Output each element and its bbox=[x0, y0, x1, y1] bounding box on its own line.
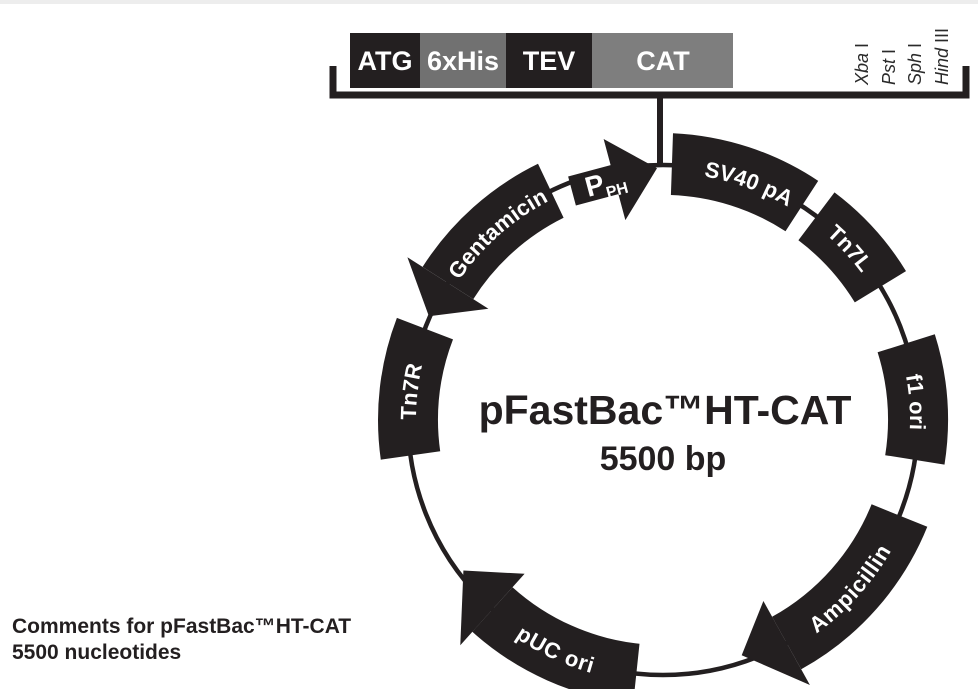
segment-cat-box bbox=[592, 33, 733, 88]
segment-tev-label: TEV bbox=[523, 46, 576, 76]
feature-pph-arrow: PPH bbox=[568, 139, 658, 221]
feature-tn7l-band bbox=[798, 192, 906, 303]
top-strip bbox=[0, 0, 978, 4]
feature-tn7r-band bbox=[378, 317, 453, 460]
segment-atg-label: ATG bbox=[358, 46, 413, 76]
segment-cat-label: CAT bbox=[636, 46, 690, 76]
segment-atg-box bbox=[350, 33, 420, 88]
feature-pucori-band bbox=[472, 587, 640, 689]
segment-6xhis-box bbox=[420, 33, 506, 88]
feature-ampicillin-band bbox=[772, 504, 928, 670]
comments-line-1: Comments for pFastBac™HT-CAT bbox=[12, 615, 351, 638]
feature-ampicillin-arrowhead bbox=[741, 601, 810, 685]
feature-f1ori-label: f1 ori bbox=[901, 372, 930, 431]
segment-6xhis-label: 6xHis bbox=[427, 46, 499, 76]
restriction-sites: XbaI PstI SphI HindIII bbox=[852, 28, 952, 86]
site-sphi-label: SphI bbox=[905, 43, 925, 85]
construct-bar: ATG 6xHis TEV CAT bbox=[350, 33, 733, 88]
feature-f1ori-band bbox=[877, 334, 949, 465]
segment-tev-box bbox=[506, 33, 592, 88]
site-psti-label: PstI bbox=[879, 49, 899, 85]
construct-bracket bbox=[329, 66, 970, 99]
pph-arrow-shape bbox=[568, 139, 658, 221]
plasmid-size: 5500 bp bbox=[600, 440, 727, 478]
feature-pucori-arrowhead bbox=[460, 570, 525, 646]
plasmid-features: SV40 pA Tn7L f1 ori Ampicillin pUC ori T… bbox=[378, 133, 949, 689]
feature-gentamicin-arrowhead bbox=[407, 257, 489, 317]
comments-line-2: 5500 nucleotides bbox=[12, 641, 181, 664]
site-xbai-label: XbaI bbox=[852, 43, 872, 86]
feature-gentamicin-band bbox=[422, 163, 564, 300]
plasmid-title: pFastBac™HT-CAT bbox=[479, 387, 852, 433]
feature-sv40pa-band bbox=[670, 133, 819, 232]
site-hindiii-label: HindIII bbox=[932, 28, 952, 85]
